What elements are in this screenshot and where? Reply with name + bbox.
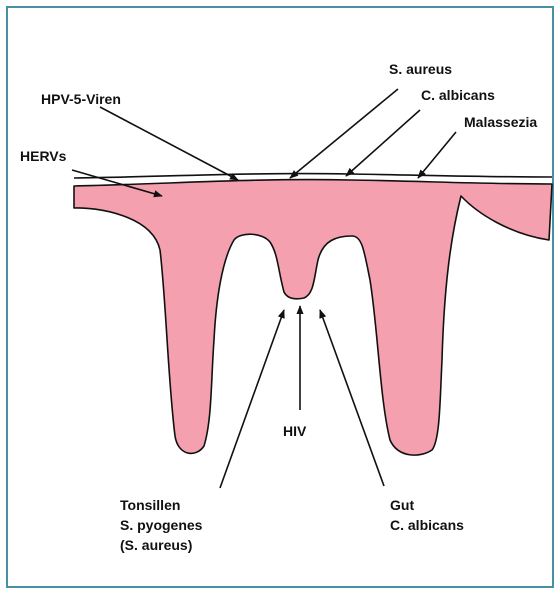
arrow-c-albicans bbox=[346, 110, 420, 176]
surface-layer bbox=[74, 174, 552, 178]
label-hpv: HPV-5-Viren bbox=[41, 91, 121, 107]
label-hiv: HIV bbox=[283, 423, 307, 439]
label-malassezia: Malassezia bbox=[464, 114, 537, 130]
arrow-hpv bbox=[100, 107, 238, 180]
label-s-aureus: S. aureus bbox=[389, 61, 452, 77]
label-gut: Gut bbox=[390, 497, 414, 513]
label-tonsillen-s-pyogenes: S. pyogenes bbox=[120, 517, 203, 533]
label-hervs: HERVs bbox=[20, 148, 67, 164]
label-tonsillen-s-aureus: (S. aureus) bbox=[120, 537, 192, 553]
label-tonsillen: Tonsillen bbox=[120, 497, 180, 513]
label-gut-c-albicans: C. albicans bbox=[390, 517, 464, 533]
label-c-albicans: C. albicans bbox=[421, 87, 495, 103]
arrow-gut bbox=[320, 310, 384, 486]
tissue-body bbox=[74, 180, 552, 456]
arrow-malassezia bbox=[418, 132, 456, 178]
arrow-s-aureus bbox=[290, 89, 398, 178]
arrow-tonsillen bbox=[220, 310, 284, 488]
